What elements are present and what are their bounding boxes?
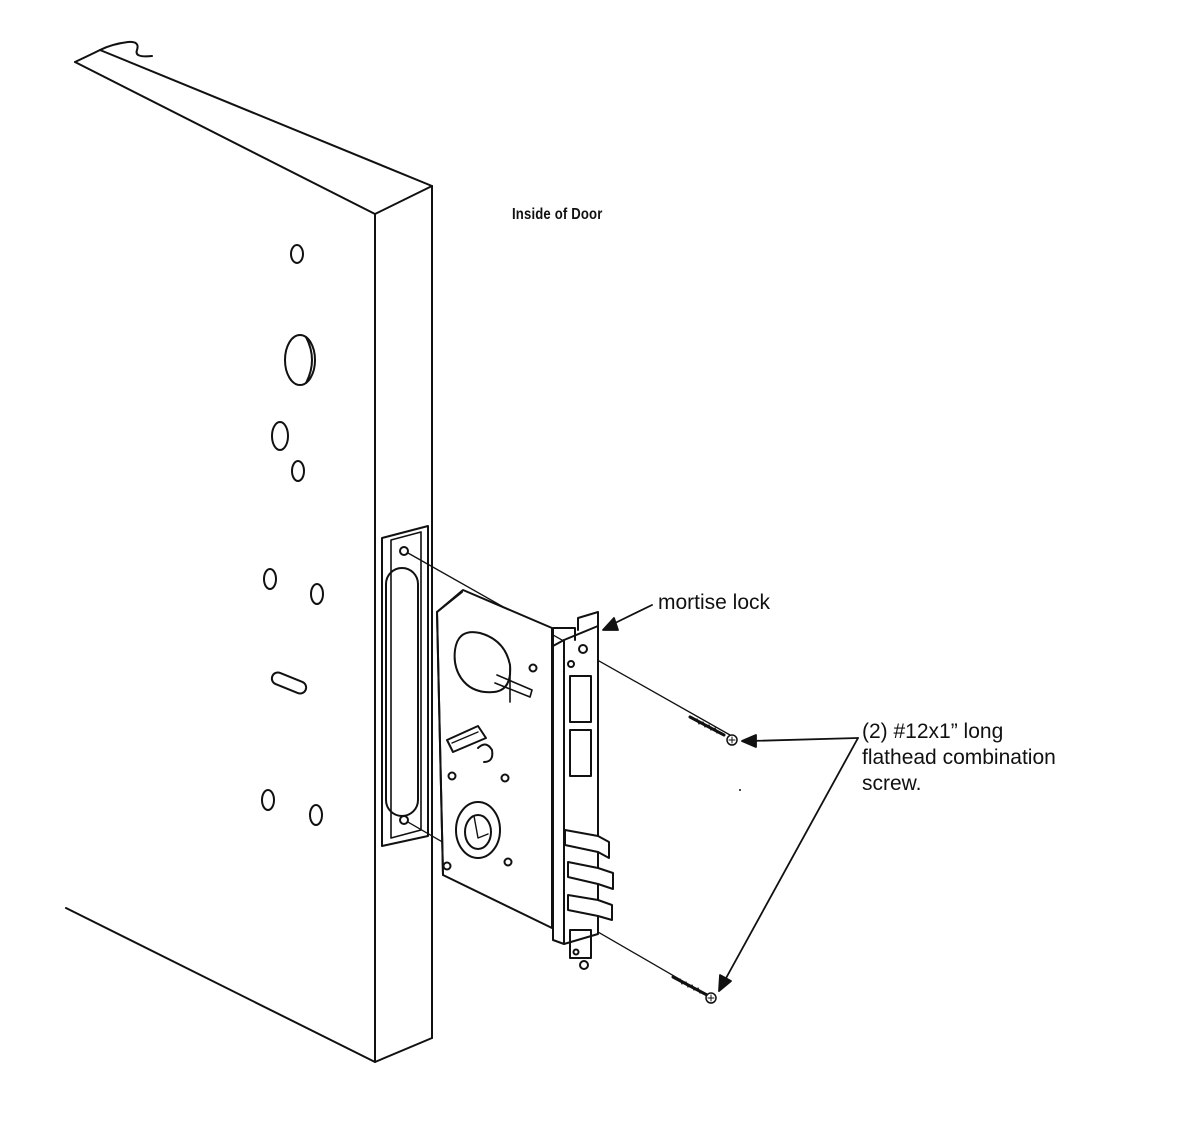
faceplate-hole-bottom bbox=[579, 960, 589, 970]
door-top-edge bbox=[99, 49, 433, 187]
hole-pair-1a bbox=[263, 568, 277, 590]
mortise-pocket bbox=[381, 525, 429, 847]
hole-cylinder-inner bbox=[305, 336, 313, 384]
lock-case-edge bbox=[436, 611, 444, 876]
faceplate-side bbox=[552, 639, 565, 945]
hole-mid-1 bbox=[271, 421, 289, 451]
lock-dot-1 bbox=[528, 663, 538, 673]
lock-faceplate bbox=[552, 611, 614, 970]
hole-top bbox=[290, 244, 304, 264]
leader-screws bbox=[718, 734, 859, 992]
screw-spec-label: (2) #12x1” long flathead combination scr… bbox=[862, 719, 1056, 797]
lock-cylinder-cam bbox=[473, 815, 489, 839]
door bbox=[65, 40, 433, 1063]
hole-pair-2b bbox=[309, 804, 323, 826]
screw-spec-line-2: flathead combination bbox=[862, 746, 1056, 769]
hole-mid-2 bbox=[291, 460, 305, 482]
latch-bolt-2 bbox=[567, 861, 614, 890]
screw-icon bbox=[688, 715, 738, 746]
latch-bolt-1 bbox=[564, 829, 610, 859]
faceplate-hole-top bbox=[578, 644, 588, 654]
lock-cylinder-outer bbox=[455, 801, 501, 859]
door-bottom-edge bbox=[65, 907, 433, 1063]
lock-case-top bbox=[436, 591, 463, 613]
lock-dot-2 bbox=[500, 773, 510, 783]
lock-dot-3 bbox=[447, 771, 457, 781]
speck bbox=[739, 789, 741, 791]
door-top-edge-front bbox=[74, 61, 376, 215]
pocket-screw-hole-top bbox=[399, 546, 409, 556]
arrow-head-icon bbox=[741, 734, 757, 748]
mortise-lock-label: mortise lock bbox=[658, 591, 771, 614]
lock-hub-large bbox=[453, 631, 512, 694]
pocket-screw-hole-bottom bbox=[399, 815, 409, 825]
door-edge-top bbox=[374, 185, 433, 215]
hole-pair-1b bbox=[310, 583, 324, 605]
mortise-lock bbox=[436, 589, 553, 929]
arrow-head-icon bbox=[602, 617, 619, 631]
faceplate-window-3 bbox=[569, 929, 592, 959]
faceplate-hole-bottom-2 bbox=[572, 948, 580, 956]
hole-cylinder bbox=[284, 334, 316, 386]
inside-of-door-label: Inside of Door bbox=[512, 206, 603, 223]
pocket-outer bbox=[381, 525, 429, 847]
faceplate-tab bbox=[552, 627, 576, 647]
screw-spec-line-1: (2) #12x1” long bbox=[862, 720, 1004, 743]
door-prep-holes bbox=[261, 244, 324, 826]
hole-slot bbox=[270, 671, 308, 695]
lock-mid-slot bbox=[446, 725, 487, 753]
faceplate-hole-mid bbox=[567, 660, 575, 668]
lock-mid-slot-inner bbox=[451, 731, 479, 744]
hole-pair-2a bbox=[261, 789, 275, 811]
faceplate-window-2 bbox=[569, 729, 592, 777]
lock-mid-hook bbox=[477, 743, 494, 763]
arrow-head-icon bbox=[718, 974, 732, 992]
screw-spec-line-3: screw. bbox=[862, 772, 922, 795]
lock-dot-4 bbox=[503, 857, 513, 867]
lock-hub-key bbox=[494, 674, 533, 698]
leader-mortise-lock bbox=[602, 604, 653, 631]
faceplate-window-1 bbox=[569, 675, 592, 723]
latch-bolt-3 bbox=[567, 894, 613, 921]
screw-icon bbox=[671, 975, 717, 1004]
lock-cylinder-inner bbox=[464, 814, 492, 850]
lock-dot-5 bbox=[442, 861, 452, 871]
faceplate-tab-2 bbox=[577, 611, 599, 631]
door-broken-top-edge bbox=[74, 40, 153, 63]
